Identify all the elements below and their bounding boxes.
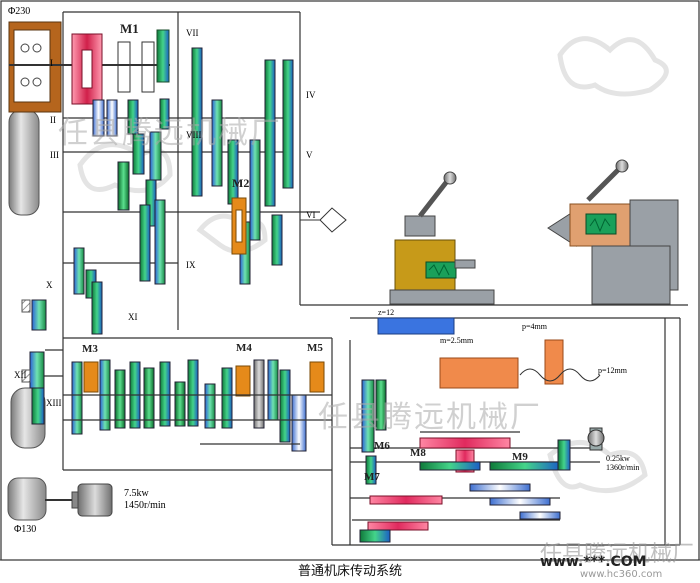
gear-cluster-feedbox (63, 359, 332, 452)
input-bearing-housing (8, 21, 170, 113)
diagram-caption: 普通机床传动系统 (297, 564, 402, 579)
rack-and-leadscrew (377, 317, 601, 389)
gear-cluster-upper (92, 98, 170, 285)
gear-cluster-feed-left (21, 247, 103, 425)
gear-cluster-apron (359, 379, 605, 543)
clutch-m2 (231, 197, 247, 255)
clutch-m1-gear (71, 29, 170, 105)
tool-post (389, 171, 495, 305)
tailstock (547, 159, 679, 305)
main-motor (45, 483, 113, 517)
spindle-centre (300, 207, 347, 233)
